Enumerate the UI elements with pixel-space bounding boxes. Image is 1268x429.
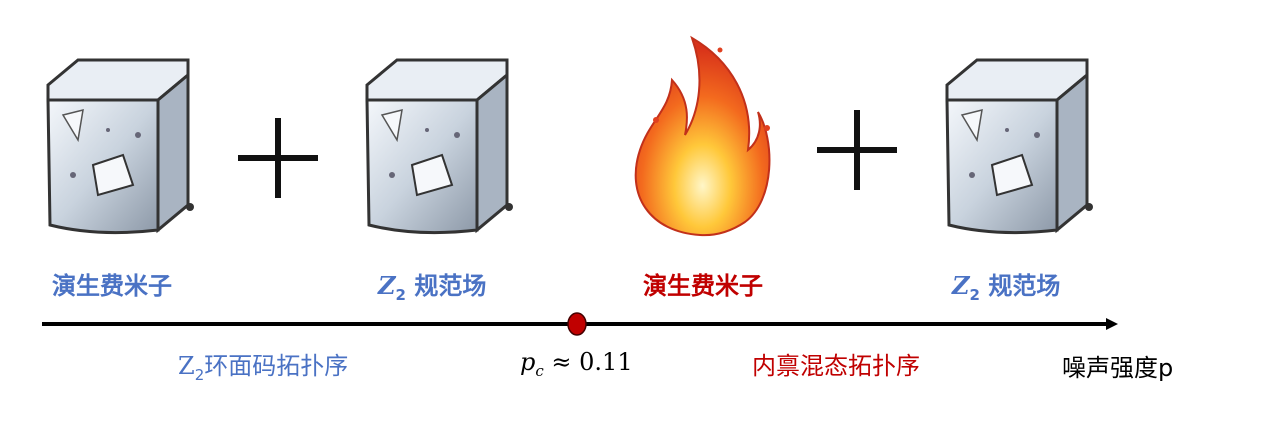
ice-cube-icon-3 — [945, 58, 1095, 235]
critical-value: ≈ 0.11 — [551, 348, 633, 376]
c-subscript: c — [535, 361, 544, 380]
ice-cube-icon-1 — [46, 58, 196, 235]
gauge-field-text: 规范场 — [414, 272, 487, 300]
z2-symbol: Z — [378, 271, 396, 300]
critical-value-label: pc ≈ 0.11 — [520, 348, 633, 380]
z2-gauge-field-label-right: Z2 规范场 — [952, 266, 1060, 304]
flame-icon — [634, 35, 771, 237]
plus-sign-right — [817, 110, 897, 190]
axis-arrowhead — [1106, 318, 1118, 330]
intrinsic-mixed-state-phase-label: 内禀混态拓扑序 — [752, 352, 920, 380]
emergent-fermion-label-right: 演生费米子 — [643, 272, 763, 300]
toric-code-phase-label: Z2环面码拓扑序 — [178, 346, 348, 384]
z2-subscript: 2 — [395, 285, 406, 304]
z2-subscript: 2 — [969, 285, 980, 304]
z2-gauge-field-label-left: Z2 规范场 — [378, 266, 486, 304]
z2-subscript: 2 — [194, 365, 205, 384]
z2-symbol: Z — [178, 352, 195, 380]
critical-point-marker — [567, 312, 587, 336]
toric-code-text: 环面码拓扑序 — [204, 352, 349, 380]
emergent-fermion-label-left: 演生费米子 — [52, 272, 172, 300]
plus-sign-left — [238, 118, 318, 198]
ice-cube-icon-2 — [365, 58, 515, 235]
noise-strength-axis-label: 噪声强度p — [1062, 354, 1174, 382]
p-symbol: p — [520, 348, 536, 376]
gauge-field-text: 规范场 — [988, 272, 1061, 300]
z2-symbol: Z — [952, 271, 970, 300]
